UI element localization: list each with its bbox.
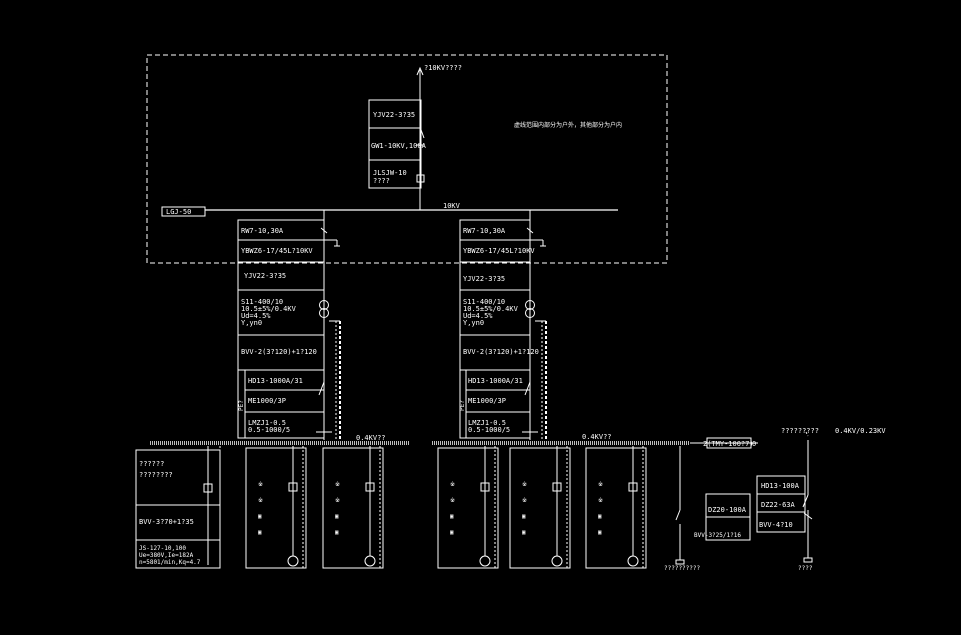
t2-side-label: PE? — [459, 400, 466, 411]
cabinet-3-glyph-3: ▣ — [450, 513, 454, 520]
t1-lv-voltage: 0.4KV?? — [356, 434, 386, 442]
t1-arrester-label: YBWZ6-17/45L?10KV — [241, 247, 313, 255]
lighting-bottom: ???? — [798, 565, 813, 572]
cabinet-5-glyph-1: ※ — [598, 481, 603, 488]
lighting-voltage: 0.4KV/0.23KV — [835, 427, 886, 435]
t1-spec-2: 10.5±5%/0.4KV — [241, 305, 297, 313]
left-feeder-label-1: ?????? — [139, 460, 164, 468]
hv-source-label: ?10KV???? — [424, 64, 462, 72]
hv-switch-label: GW1-10KV,100A — [371, 142, 427, 150]
cabinet-2-glyph-3: ▣ — [335, 513, 339, 520]
cabinet-2-glyph-2: ※ — [335, 497, 340, 504]
right-feeder — [675, 446, 751, 565]
cabinet-1-glyph-2: ※ — [258, 497, 263, 504]
right-feeder-cable: BVV-3?25/1?16 — [694, 532, 741, 539]
cabinet-glyphs: ※ ※ ▣ ▣ ※ ※ ▣ ▣ ※ ※ ▣ ▣ ※ ※ ▣ ▣ ※ ※ ▣ ▣ — [258, 481, 603, 536]
t1-ct-label-1: LMZJ1-0.5 — [248, 419, 286, 427]
t2-cable-label: YJV22-3?35 — [463, 275, 505, 283]
bus-voltage-label: 10KV — [443, 202, 461, 210]
cabinet-1 — [245, 446, 307, 569]
right-feeder-bottom: ?????????? — [664, 565, 701, 572]
t2-fuse-label: RW7-10,30A — [463, 227, 506, 235]
cabinet-4 — [509, 446, 571, 569]
cabinet-3 — [437, 446, 499, 569]
hv-cable-label: YJV22-3?35 — [373, 111, 415, 119]
t2-lv-cable-label: BVV-2(3?120)+1?120 — [463, 348, 539, 356]
transformer-branch-1 — [237, 210, 341, 440]
t2-ct-label-2: 0.5-1000/5 — [468, 426, 510, 434]
t1-disconnector-label: HD13-1000A/31 — [248, 377, 303, 385]
t1-fuse-label: RW7-10,30A — [241, 227, 284, 235]
motor-spec-2: Ue=380V,Ie=182A — [139, 552, 194, 559]
hv-label-frame — [368, 99, 422, 189]
bus-tie-label: 2(TMY-100?7) — [703, 440, 754, 448]
t2-breaker-label: ME1000/3P — [468, 397, 506, 405]
left-feeder-label-2: ???????? — [139, 471, 173, 479]
t2-disconnector-label: HD13-1000A/31 — [468, 377, 523, 385]
cabinet-4-glyph-3: ▣ — [522, 513, 526, 520]
cabinet-4-glyph-1: ※ — [522, 481, 527, 488]
t1-side-label: PE? — [238, 400, 245, 411]
cabinet-5-glyph-3: ▣ — [598, 513, 602, 520]
t1-ct-label-2: 0.5-1000/5 — [248, 426, 290, 434]
t2-spec-1: S11-400/10 — [463, 298, 505, 306]
t1-spec-1: S11-400/10 — [241, 298, 283, 306]
lighting-switch: HD13-100A — [761, 482, 800, 490]
cabinet-4-glyph-2: ※ — [522, 497, 527, 504]
cabinet-4-glyph-4: ▣ — [522, 529, 526, 536]
t2-ct-label-1: LMZJ1-0.5 — [468, 419, 506, 427]
lighting-breaker: DZ22-63A — [761, 501, 796, 509]
cabinet-2-glyph-4: ▣ — [335, 529, 339, 536]
hv-meter-label-1: JLSJW-10 — [373, 169, 407, 177]
cabinet-3-glyph-4: ▣ — [450, 529, 454, 536]
busbar-type-frame — [161, 206, 206, 217]
t1-breaker-label: ME1000/3P — [248, 397, 286, 405]
motor-spec-3: n=5801/min,Kq=4.7 — [139, 559, 201, 566]
cabinet-2-glyph-1: ※ — [335, 481, 340, 488]
busbar-type-label: LGJ-50 — [166, 208, 191, 216]
t1-spec-3: Ud=4.5% — [241, 312, 271, 320]
t2-spec-2: 10.5±5%/0.4KV — [463, 305, 519, 313]
cabinet-3-glyph-2: ※ — [450, 497, 455, 504]
cabinet-5 — [585, 446, 647, 569]
t1-lv-cable-label: BVV-2(3?120)+1?120 — [241, 348, 317, 356]
motor-spec-1: JS-127-10,100 — [139, 545, 186, 552]
cabinet-5-glyph-4: ▣ — [598, 529, 602, 536]
cabinet-5-glyph-2: ※ — [598, 497, 603, 504]
cabinet-1-glyph-1: ※ — [258, 481, 263, 488]
bus-tie-end-label: 0 — [752, 440, 756, 448]
t1-spec-4: Y,yn0 — [241, 319, 262, 327]
right-feeder-breaker: DZ20-100A — [708, 506, 747, 514]
transformer-branch-2 — [459, 210, 547, 440]
left-feeder-cable: BVV-3?70+1?35 — [139, 518, 194, 526]
incoming-feeder — [368, 66, 425, 210]
cabinet-1-glyph-4: ▣ — [258, 529, 262, 536]
cabinet-1-glyph-3: ▣ — [258, 513, 262, 520]
lighting-cable: BVV-4?10 — [759, 521, 793, 529]
t1-cable-label: YJV22-3?35 — [244, 272, 286, 280]
t2-spec-4: Y,yn0 — [463, 319, 484, 327]
t2-arrester-label: YBWZ6-17/45L?10KV — [463, 247, 535, 255]
t2-spec-3: Ud=4.5% — [463, 312, 493, 320]
cabinet-2 — [322, 446, 384, 569]
bus-tie-frame — [706, 437, 752, 449]
lighting-feeder — [756, 431, 813, 563]
cabinet-3-glyph-1: ※ — [450, 481, 455, 488]
t2-lv-voltage: 0.4KV?? — [582, 433, 612, 441]
lighting-title: ????????? — [781, 427, 819, 435]
outdoor-boundary — [146, 54, 668, 264]
hv-meter-label-2: ???? — [373, 177, 390, 185]
hv-note: 虚线范围内部分为户外，其他部分为户内 — [514, 121, 622, 129]
left-feeder-cabinet — [135, 446, 221, 569]
